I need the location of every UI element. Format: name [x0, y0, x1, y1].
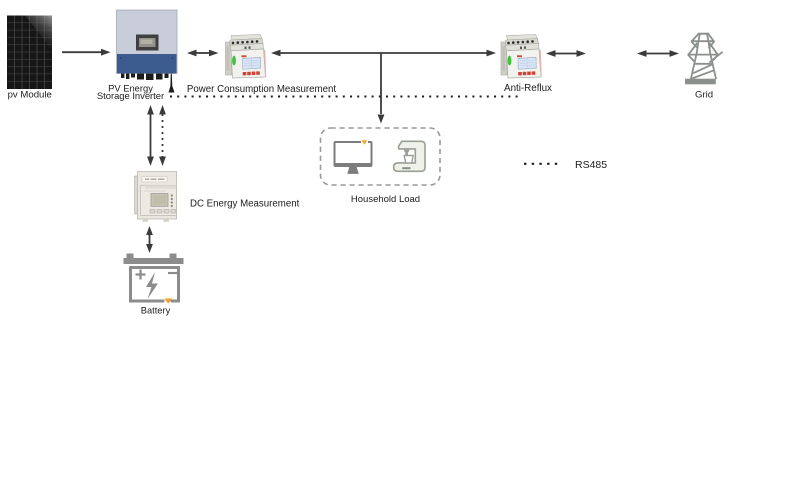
- svg-text:Storage Inverter: Storage Inverter: [97, 90, 164, 101]
- svg-text:Battery: Battery: [141, 306, 171, 316]
- svg-text:Power Consumption Measurement: Power Consumption Measurement: [187, 84, 336, 95]
- svg-text:DC Energy Measurement: DC Energy Measurement: [190, 199, 300, 210]
- svg-text:Grid: Grid: [695, 89, 713, 100]
- svg-text:Household Load: Household Load: [351, 194, 420, 205]
- svg-text:pv Module: pv Module: [8, 90, 52, 101]
- svg-text:Anti-Reflux: Anti-Reflux: [504, 83, 552, 94]
- svg-text:PV Energy: PV Energy: [108, 83, 153, 94]
- svg-text:RS485: RS485: [575, 159, 607, 171]
